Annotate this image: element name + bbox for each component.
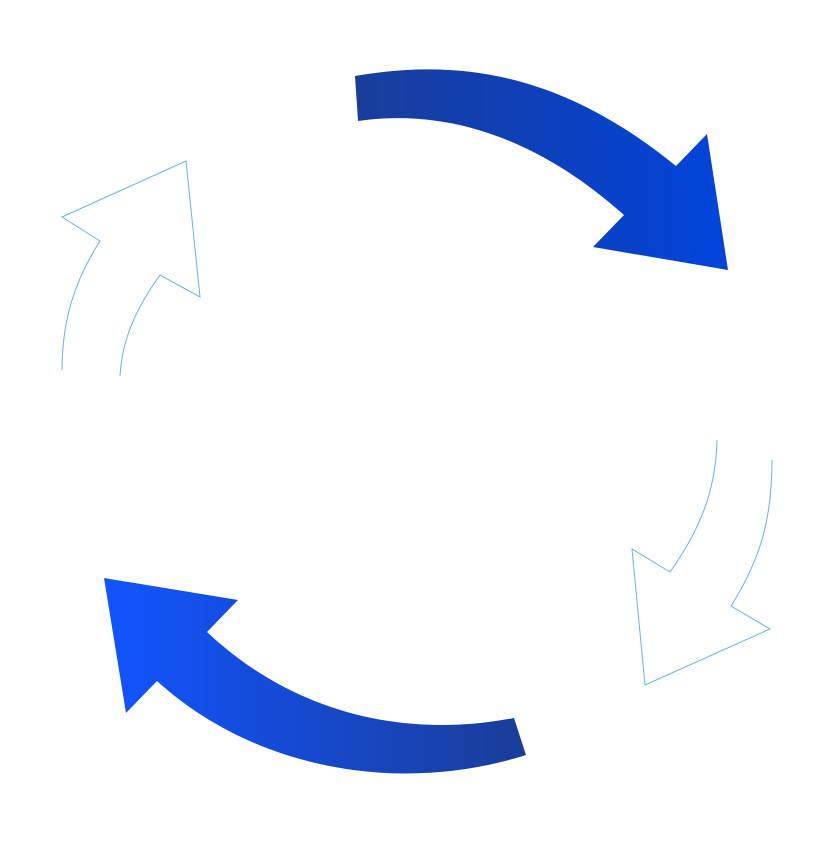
cycle-arrow-left-outline xyxy=(60,160,201,377)
cycle-arrow-top-right xyxy=(355,69,728,270)
cycle-arrow-right-outline xyxy=(631,439,773,686)
cycle-arrow-bottom-left xyxy=(104,578,526,774)
